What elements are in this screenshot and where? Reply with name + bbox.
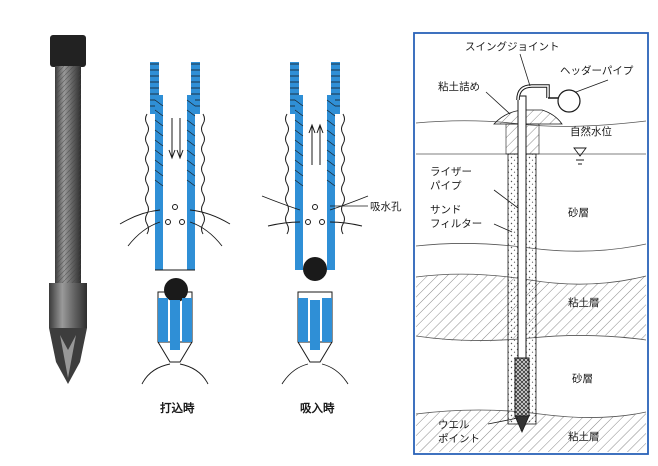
water-level-label: 自然水位 bbox=[570, 125, 612, 138]
suction-hole-label: 吸水孔 bbox=[370, 200, 402, 213]
clay-layer-bottom-area bbox=[416, 410, 646, 452]
sand-layer-upper-label: 砂層 bbox=[568, 206, 589, 219]
driving-caption: 打込時 bbox=[160, 401, 195, 415]
riser-pipe bbox=[517, 95, 527, 359]
clay-layer-mid-label: 粘土層 bbox=[568, 296, 600, 309]
soil-section: スイングジョイント ヘッダーパイプ 粘土詰め 自然水位 ライザー パイプ サンド… bbox=[413, 32, 649, 455]
swing-joint-label: スイングジョイント bbox=[465, 40, 560, 53]
clay-layer-bottom-label: 粘土層 bbox=[568, 430, 600, 443]
clay-seal-label: 粘土詰め bbox=[438, 80, 480, 93]
sand-layer-lower-label: 砂層 bbox=[572, 372, 593, 385]
wellpoint-label-2: ポイント bbox=[438, 433, 480, 445]
sand-filter-label-1: サンド bbox=[430, 204, 462, 216]
suction-valve-diagram: 吸水孔 吸入時 bbox=[261, 62, 402, 415]
well-point-screen bbox=[514, 357, 530, 417]
header-pipe-icon bbox=[557, 89, 581, 113]
section-frame bbox=[413, 32, 649, 455]
well-point-photo bbox=[49, 35, 87, 384]
driving-valve-diagram: 打込時 bbox=[119, 62, 231, 415]
sand-filter-label-2: フィルター bbox=[430, 218, 482, 230]
header-pipe-label: ヘッダーパイプ bbox=[560, 64, 634, 77]
suction-caption: 吸入時 bbox=[300, 401, 335, 415]
clay-seal-mound bbox=[493, 109, 563, 125]
riser-label-1: ライザー bbox=[430, 166, 472, 178]
water-level-icon bbox=[573, 147, 587, 157]
wellpoint-label-1: ウエル bbox=[438, 419, 470, 431]
riser-label-2: パイプ bbox=[430, 180, 462, 192]
